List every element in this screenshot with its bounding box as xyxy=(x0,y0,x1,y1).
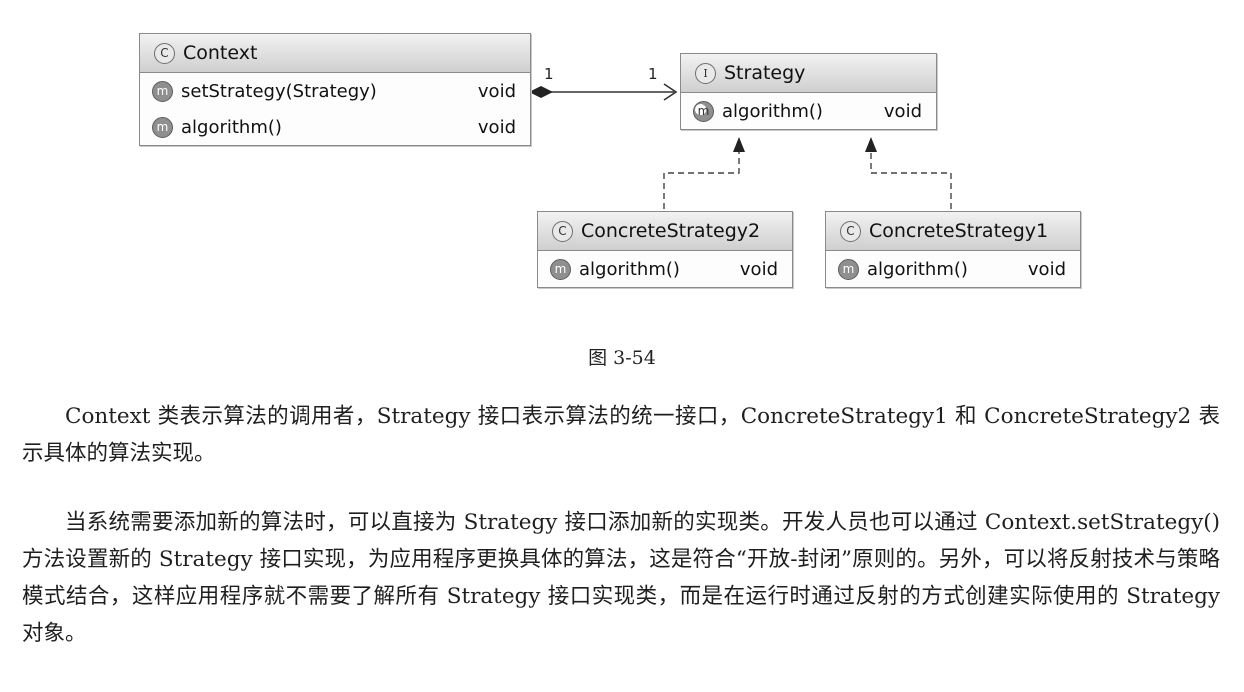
realization-line-concrete1 xyxy=(870,152,952,209)
class-icon: C xyxy=(552,220,573,242)
concrete-strategy1-class: C ConcreteStrategy1 m algorithm() void xyxy=(825,211,1081,288)
member-type: void xyxy=(883,100,922,122)
association-arrowhead-icon xyxy=(663,83,678,101)
member-name: algorithm() xyxy=(181,116,282,138)
member-type: void xyxy=(1027,258,1066,280)
context-class-header: C Context xyxy=(140,34,530,73)
diagram-connectors: 1 1 xyxy=(529,65,952,209)
strategy-interface-name: Strategy xyxy=(724,62,806,84)
member-name: algorithm() xyxy=(579,258,680,280)
method-icon: m xyxy=(838,258,859,280)
figure-caption: 图 3-54 xyxy=(588,347,656,369)
class-icon: C xyxy=(840,220,861,242)
uml-class-diagram: 1 1 C Context m setStrategy(Strategy) vo… xyxy=(0,0,1244,340)
member-type: void xyxy=(477,116,516,138)
target-multiplicity: 1 xyxy=(648,65,658,83)
class-icon: C xyxy=(154,42,175,64)
member-name: algorithm() xyxy=(722,100,823,122)
source-multiplicity: 1 xyxy=(544,65,554,83)
member-type: void xyxy=(477,80,516,102)
abstract-method-icon: m xyxy=(693,100,714,122)
method-icon: m xyxy=(152,116,173,138)
method-icon: m xyxy=(152,80,173,102)
paragraph-1: Context 类表示算法的调用者，Strategy 接口表示算法的统一接口，C… xyxy=(22,404,1220,466)
paragraph-2: 当系统需要添加新的算法时，可以直接为 Strategy 接口添加新的实现类。开发… xyxy=(22,510,1220,646)
context-class-name: Context xyxy=(183,42,258,64)
context-class: C Context m setStrategy(Strategy) void m… xyxy=(139,33,531,146)
realization-line-concrete2 xyxy=(663,152,740,209)
member-name: algorithm() xyxy=(867,258,968,280)
method-icon: m xyxy=(550,258,571,280)
strategy-interface: I Strategy m algorithm() void xyxy=(680,53,937,130)
member-type: void xyxy=(739,258,778,280)
concrete-strategy1-header: C ConcreteStrategy1 xyxy=(826,212,1080,251)
concrete-strategy2-member-row: m algorithm() void xyxy=(538,251,792,287)
realization-arrowhead-concrete2-icon xyxy=(733,137,745,152)
strategy-interface-header: I Strategy xyxy=(681,54,936,93)
strategy-member-row: m algorithm() void xyxy=(681,93,936,129)
interface-icon: I xyxy=(695,62,716,84)
concrete-strategy2-header: C ConcreteStrategy2 xyxy=(538,212,792,251)
context-member-row: m algorithm() void xyxy=(140,109,530,145)
concrete-strategy1-member-row: m algorithm() void xyxy=(826,251,1080,287)
concrete-strategy2-class: C ConcreteStrategy2 m algorithm() void xyxy=(537,211,793,288)
member-name: setStrategy(Strategy) xyxy=(181,80,377,102)
aggregation-diamond-icon xyxy=(529,86,553,98)
context-member-row: m setStrategy(Strategy) void xyxy=(140,73,530,109)
realization-arrowhead-concrete1-icon xyxy=(865,137,877,152)
concrete-strategy2-name: ConcreteStrategy2 xyxy=(581,220,761,242)
concrete-strategy1-name: ConcreteStrategy1 xyxy=(869,220,1049,242)
